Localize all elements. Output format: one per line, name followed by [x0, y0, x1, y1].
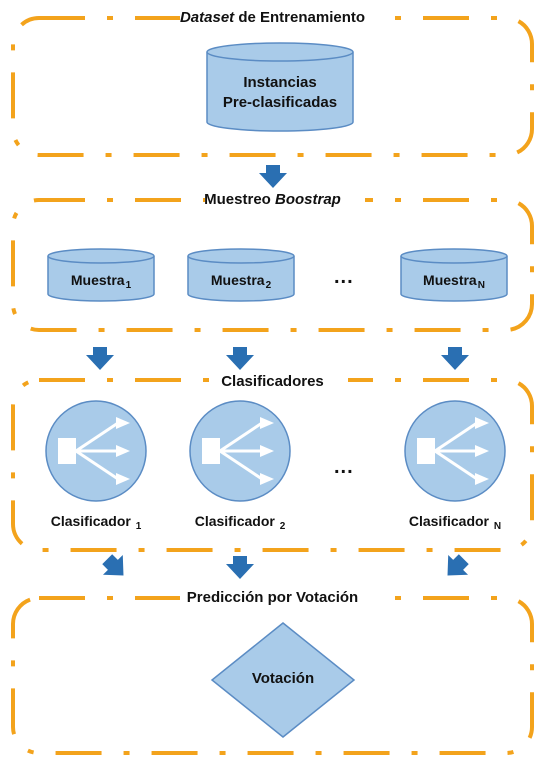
bootstrap-title-plain: Muestreo: [204, 191, 275, 208]
classifier-label-2: Clasificador 2: [170, 513, 310, 532]
classifiers-section-title: Clasificadores: [221, 373, 324, 390]
sample-label-1-text: Muestra: [70, 272, 125, 288]
sample-label-n-subscript: N: [477, 280, 485, 291]
dataset-node-label: Instancias Pre-clasificadas: [207, 73, 353, 113]
classifiers-title-bg: [222, 370, 348, 394]
sample-label-2-text: Muestra: [210, 272, 265, 288]
sample-label-2: Muestra2: [188, 272, 294, 291]
arrow-sample1-to-classifier1: [86, 347, 114, 370]
arrow-dataset-to-bootstrap: [259, 165, 287, 188]
bootstrap-section-title: Muestreo Boostrap: [0, 191, 545, 208]
sample-cylinder-n: [400, 248, 508, 302]
dataset-title-rest: de Entrenamiento: [234, 9, 366, 26]
bootstrap-title-italic: Boostrap: [275, 191, 341, 208]
samples-ellipsis: ...: [334, 266, 354, 288]
classifiers-ellipsis: ...: [334, 456, 354, 478]
split-arrows-icon: [58, 417, 130, 485]
sample-cylinder-1: [47, 248, 155, 302]
sample-cylinder-2: [187, 248, 295, 302]
classifier-label-2-subscript: 2: [279, 521, 286, 532]
split-arrows-icon: [417, 417, 489, 485]
vote-diamond: [210, 622, 356, 738]
arrow-sample2-to-classifier2: [226, 347, 254, 370]
voting-title-bg: [180, 586, 386, 610]
classifier-label-n-text: Clasificador: [408, 513, 493, 529]
classifier-label-2-text: Clasificador: [194, 513, 279, 529]
classifier-label-1-subscript: 1: [135, 521, 142, 532]
classifier-circle-n: [404, 400, 506, 502]
dataset-title-italic: Dataset: [179, 9, 235, 26]
classifier-label-n-subscript: N: [493, 521, 502, 532]
sample-label-1: Muestra1: [48, 272, 154, 291]
vote-node-label: Votación: [251, 670, 315, 687]
dataset-cylinder: [206, 42, 354, 132]
arrow-samplen-to-classifiern: [441, 347, 469, 370]
dataset-section-title: Dataset de Entrenamiento: [0, 9, 545, 26]
classifier-label-n: Clasificador N: [385, 513, 525, 532]
classifier-circle-2: [189, 400, 291, 502]
arrow-classifier1-to-vote: [102, 554, 124, 576]
voting-section-title: Predicción por Votación: [186, 589, 359, 606]
sample-label-n: MuestraN: [401, 272, 507, 291]
bootstrap-title-bg: [205, 188, 365, 212]
sample-label-n-text: Muestra: [423, 272, 477, 288]
classifier-label-1-text: Clasificador: [50, 513, 135, 529]
sample-label-1-subscript: 1: [125, 280, 132, 291]
dataset-title-bg: [180, 6, 390, 30]
dataset-node-line2: Pre-clasificadas: [222, 94, 338, 111]
arrow-classifiern-to-vote: [447, 554, 469, 576]
split-arrows-icon: [202, 417, 274, 485]
classifier-label-1: Clasificador 1: [26, 513, 166, 532]
arrow-classifier2-to-vote: [226, 556, 254, 579]
classifier-circle-1: [45, 400, 147, 502]
dataset-node-line1: Instancias: [243, 74, 317, 91]
sample-label-2-subscript: 2: [265, 280, 272, 291]
